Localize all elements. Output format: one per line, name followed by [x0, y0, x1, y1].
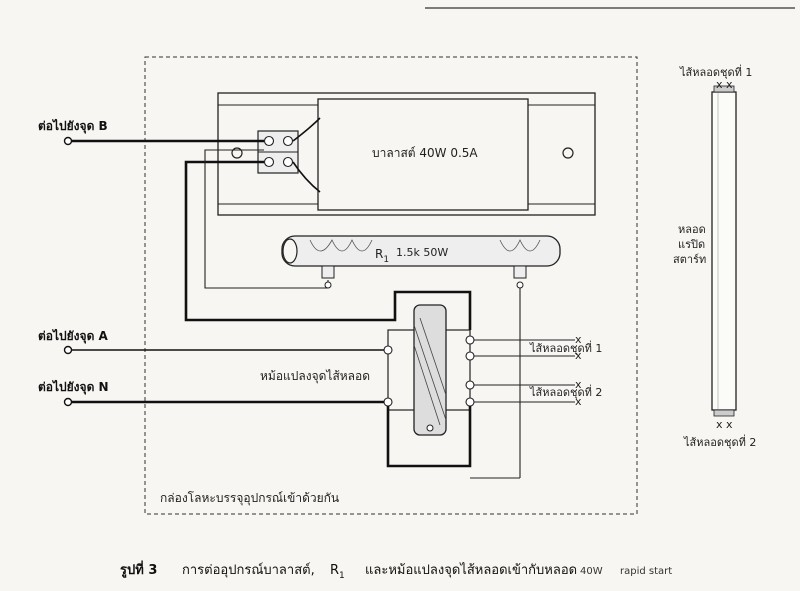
svg-text:R1: R1 [330, 563, 345, 581]
figure-caption: รูปที่ 3 การต่ออุปกรณ์บาลาสต์, R1 และหม้… [120, 560, 672, 581]
label-transformer: หม้อแปลงจุดไส้หลอด [260, 369, 370, 384]
label-to-n: ต่อไปยังจุด N [38, 379, 109, 395]
label-lamp-line3: สตาร์ท [673, 253, 706, 266]
wire-n-return [386, 406, 472, 468]
wire-term-ballast-bottom [292, 161, 321, 193]
svg-text:รูปที่ 3: รูปที่ 3 [120, 560, 157, 578]
label-box: กล่องโลหะบรรจุอุปกรณ์เข้าด้วยกัน [160, 491, 339, 506]
label-to-a: ต่อไปยังจุด A [38, 328, 109, 344]
lamp-x-bottom-2: x [726, 418, 733, 431]
metal-box-outline [144, 56, 638, 515]
label-filament-1-out: ไส้หลอดชุดที่ 1 [529, 340, 602, 355]
x-mark-3: x [575, 378, 582, 391]
label-to-b: ต่อไปยังจุด B [38, 118, 108, 134]
ballast [217, 92, 596, 216]
lamp-x-bottom: x [716, 418, 723, 431]
wire-term-resistor [184, 160, 472, 330]
terminal-n [63, 397, 73, 407]
label-ballast: บาลาสต์ 40W 0.5A [372, 146, 478, 160]
label-r1: R1 [375, 247, 389, 265]
label-lamp-line2: แรปิด [678, 238, 705, 251]
svg-text:และหม้อแปลงจุดไส้หลอดเข้ากับหล: และหม้อแปลงจุดไส้หลอดเข้ากับหลอด [365, 562, 577, 578]
label-lamp-line1: หลอด [678, 223, 706, 236]
terminal-b [63, 136, 73, 146]
x-mark-2: x [575, 349, 582, 362]
filament-transformer [383, 304, 475, 436]
rapid-start-lamp [711, 85, 737, 417]
svg-text:rapid start: rapid start [620, 566, 672, 577]
svg-text:40W: 40W [580, 566, 603, 577]
label-filament-2-out: ไส้หลอดชุดที่ 2 [529, 384, 602, 399]
transformer-outputs [474, 339, 575, 403]
terminal-a [63, 345, 73, 355]
mount-hole-right [562, 147, 574, 159]
resistor-r1 [281, 235, 561, 289]
label-lamp-bottom: ไส้หลอดชุดที่ 2 [683, 434, 756, 449]
terminal-block [257, 130, 299, 174]
svg-text:การต่ออุปกรณ์บาลาสต์,: การต่ออุปกรณ์บาลาสต์, [182, 562, 315, 578]
x-mark-4: x [575, 395, 582, 408]
x-mark-1: x [575, 333, 582, 346]
wire-term-ballast-top [292, 117, 321, 142]
label-lamp-top: ไส้หลอดชุดที่ 1 [679, 64, 752, 79]
lamp-x-top-2: x [726, 78, 733, 91]
lamp-x-top: x [716, 78, 723, 91]
label-r1-value: 1.5k 50W [396, 246, 448, 259]
mount-hole-left [231, 147, 243, 159]
